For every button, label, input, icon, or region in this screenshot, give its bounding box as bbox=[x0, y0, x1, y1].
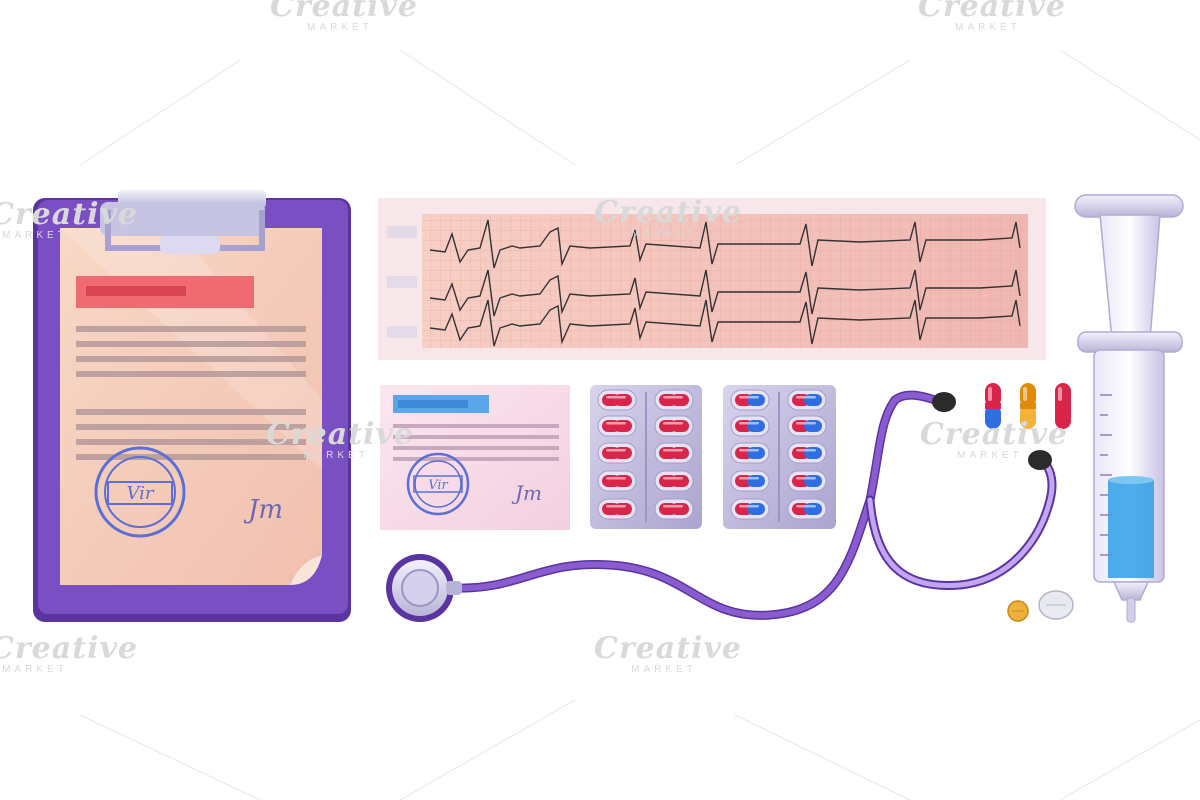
ecg-waveform bbox=[429, 219, 1021, 347]
clipboard-with-medical-document: Vir Jm bbox=[33, 190, 351, 622]
blister-capsule bbox=[787, 442, 827, 464]
blister-capsule bbox=[597, 470, 637, 492]
blister-capsule bbox=[654, 442, 694, 464]
blister-capsule bbox=[730, 498, 770, 520]
blister-capsule bbox=[787, 415, 827, 437]
tablets bbox=[1007, 590, 1074, 622]
watermark-lines bbox=[79, 49, 1200, 800]
blister-capsule bbox=[654, 498, 694, 520]
blister-capsule bbox=[654, 415, 694, 437]
blister-capsule bbox=[730, 470, 770, 492]
clipboard-clip bbox=[100, 190, 266, 254]
blister-pack-red-capsules bbox=[590, 385, 702, 529]
blister-capsule bbox=[654, 389, 694, 411]
blister-capsule bbox=[597, 498, 637, 520]
earpiece-left bbox=[932, 392, 956, 412]
blister-capsule bbox=[730, 442, 770, 464]
prescription-card: Vir Jm bbox=[380, 385, 570, 530]
blister-pack-red-blue-capsules bbox=[723, 385, 836, 529]
syringe bbox=[1074, 194, 1184, 623]
stethoscope bbox=[386, 390, 1057, 622]
blister-capsule bbox=[730, 415, 770, 437]
blister-capsule bbox=[730, 389, 770, 411]
stamp-icon: Vir bbox=[94, 446, 186, 538]
card-stamp-text: Vir bbox=[428, 478, 448, 493]
syringe-liquid bbox=[1108, 480, 1154, 578]
earpiece-right bbox=[1028, 450, 1052, 470]
blister-capsule bbox=[597, 415, 637, 437]
card-signature: Jm bbox=[511, 481, 542, 505]
signature: Jm bbox=[243, 495, 283, 525]
ecg-cardiogram-strip bbox=[378, 198, 1046, 360]
blister-capsule bbox=[787, 498, 827, 520]
stamp-text: Vir bbox=[126, 483, 154, 504]
document-text-lines bbox=[76, 326, 306, 460]
document-paper bbox=[60, 228, 322, 585]
card-stamp-icon: Vir bbox=[406, 452, 470, 516]
chestpiece bbox=[386, 554, 462, 622]
blister-capsule bbox=[787, 389, 827, 411]
blister-capsule bbox=[654, 470, 694, 492]
blister-capsule bbox=[597, 442, 637, 464]
blister-capsule bbox=[787, 470, 827, 492]
capsules bbox=[985, 383, 1071, 429]
blister-capsule bbox=[597, 389, 637, 411]
